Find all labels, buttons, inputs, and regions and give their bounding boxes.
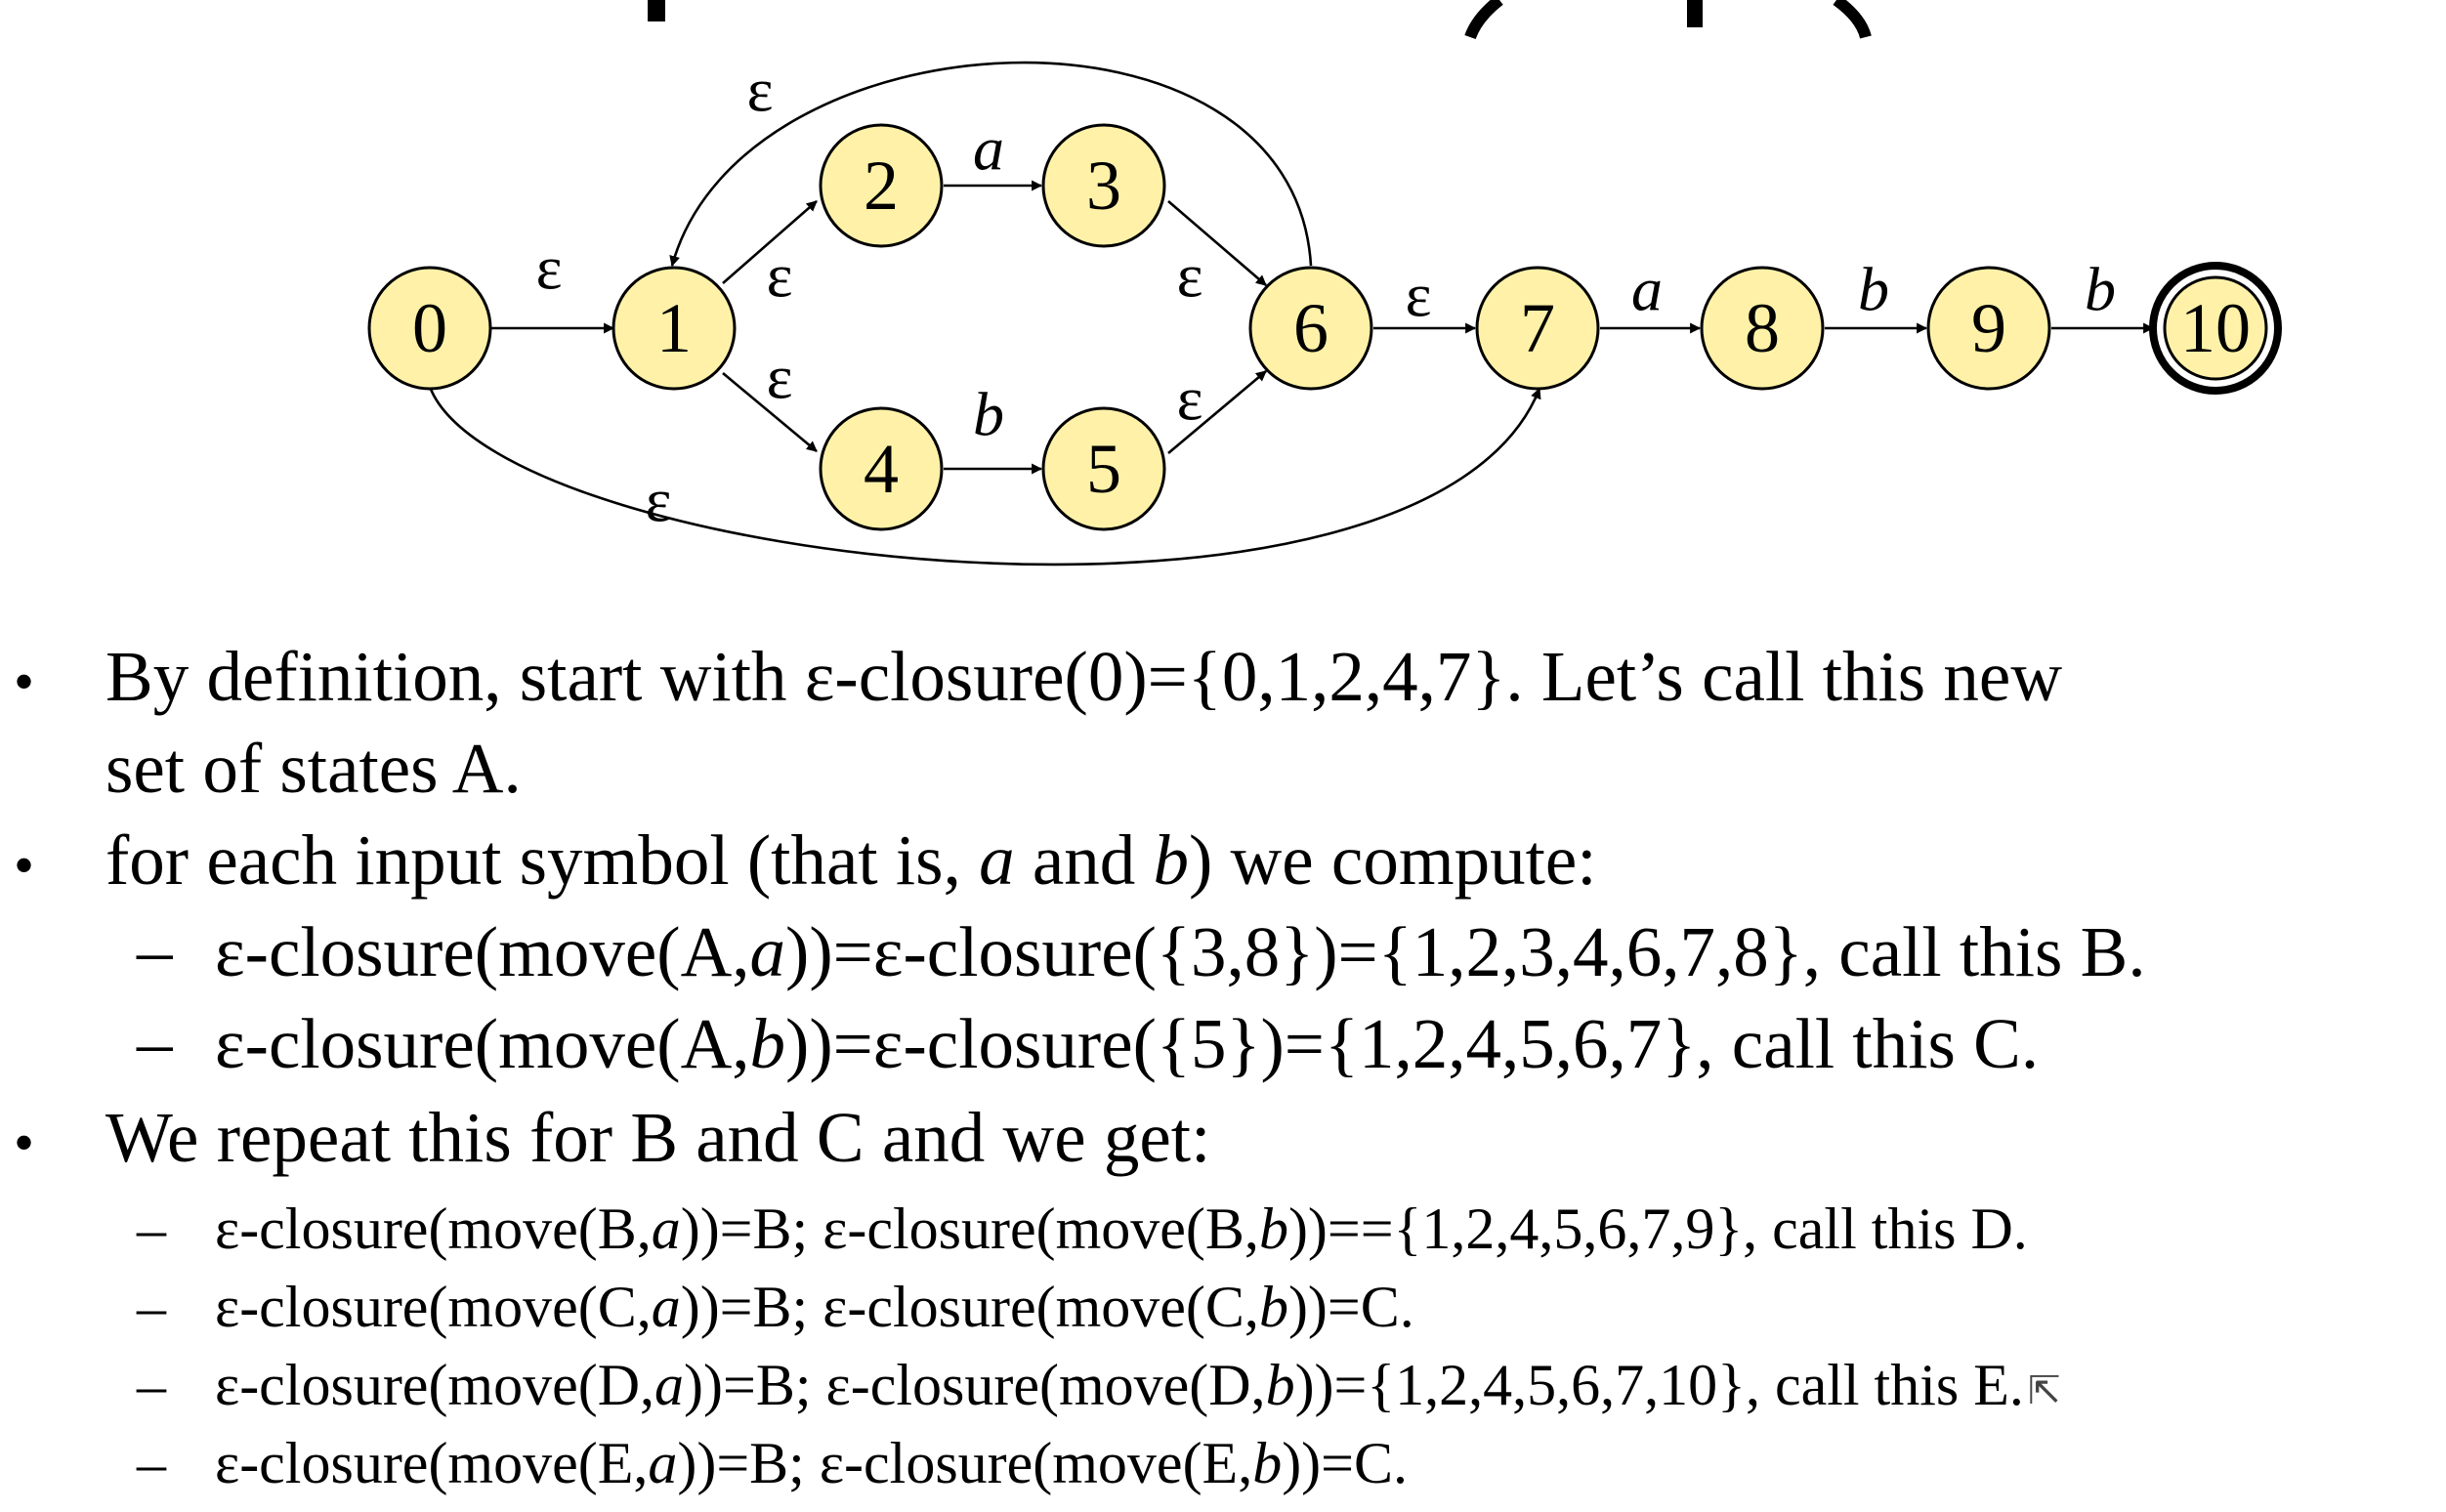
bullet-2-sub-1: ε-closure(move(A,a))=ε-closure({3,8})={1… [215,912,2146,991]
state-10-accepting: 10 [2149,262,2282,395]
dash-marker: – [137,910,173,989]
nfa-diagram: ε ε ε a b ε ε ε ε ε a b b 0 1 2 3 [367,56,2282,567]
bullet-2-sub-2: ε-closure(move(A,b))=ε-closure({5})={1,2… [215,1004,2040,1083]
bullet-3-sub-4: ε-closure(move(E,a))=B; ε-closure(move(E… [215,1431,1409,1495]
transition-1-2 [722,200,818,284]
state-5: 5 [1041,406,1166,531]
state-label: 2 [864,147,899,225]
state-9: 9 [1926,266,2051,391]
transition-labels: ε ε ε a b ε ε ε ε ε a b b [536,56,2116,535]
label-7-8: a [1631,255,1663,324]
state-label: 0 [412,289,447,367]
state-label: 6 [1293,289,1328,367]
state-label: 8 [1745,289,1780,367]
state-label: 7 [1520,289,1555,367]
state-2: 2 [819,123,944,248]
dash-marker: – [137,1353,166,1417]
state-7: 7 [1475,266,1600,391]
dash-marker: – [137,1275,166,1339]
state-label: 5 [1086,430,1121,508]
state-8: 8 [1700,266,1825,391]
state-label: 10 [2180,289,2251,367]
transition-6-1 [669,61,1313,268]
title-glyph-bar [1687,0,1703,27]
bullet-1-line-2: set of states A. [105,729,522,808]
transition-5-6 [1167,370,1267,454]
label-1-2: ε [767,241,793,311]
label-2-3: a [973,114,1004,184]
state-label: 4 [864,430,899,508]
label-6-7: ε [1406,261,1432,330]
state-4: 4 [819,406,944,531]
dash-marker: – [137,1431,166,1495]
title-fragment [648,0,1872,39]
label-9-10: b [2085,255,2116,324]
transition-1-4 [722,372,818,452]
bullet-1-line-1: By definition, start with ε-closure(0)={… [105,637,2063,716]
state-3: 3 [1041,123,1166,248]
state-1: 1 [612,266,737,391]
transitions [428,61,2155,567]
mouse-cursor-icon: ⇱ [2027,1368,2061,1414]
label-8-9: b [1858,255,1889,324]
bullet-marker: • [14,833,35,898]
bullet-3-sub-1: ε-closure(move(B,a))=B; ε-closure(move(B… [215,1197,2028,1261]
label-3-6: ε [1177,241,1203,311]
state-label: 9 [1971,289,2006,367]
label-0-7: ε [646,466,672,535]
state-label: 3 [1086,147,1121,225]
bullet-2: for each input symbol (that is, a and b)… [105,820,1597,900]
transition-0-7 [428,386,1541,567]
transition-3-6 [1167,200,1267,286]
title-glyph-paren-left [1464,0,1503,39]
label-4-5: b [973,380,1004,449]
bullet-marker: • [14,1111,35,1175]
states: 0 1 2 3 4 5 6 7 [367,123,2282,531]
bullet-marker: • [14,650,35,714]
title-glyph-paren-right [1833,0,1872,39]
state-6: 6 [1248,266,1373,391]
bullet-3-sub-3: ε-closure(move(D,a))=B; ε-closure(move(D… [215,1353,2061,1417]
dash-marker: – [137,1197,166,1261]
state-label: 1 [656,289,692,367]
label-0-1: ε [536,233,563,303]
bullet-3-sub-2: ε-closure(move(C,a))=B; ε-closure(move(C… [215,1275,1414,1339]
dash-marker: – [137,1002,173,1081]
state-0: 0 [367,266,492,391]
title-glyph-stem [648,0,665,21]
label-5-6: ε [1177,364,1203,434]
bullet-3: We repeat this for B and C and we get: [105,1098,1211,1177]
label-6-1: ε [747,56,774,125]
label-1-4: ε [767,343,793,412]
